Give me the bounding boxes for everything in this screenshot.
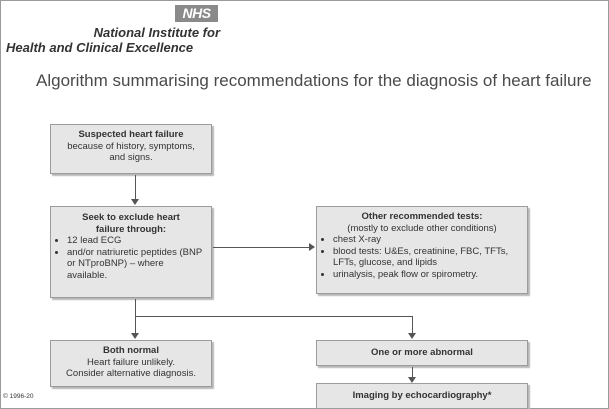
other-tests-subheading: (mostly to exclude other conditions)	[347, 222, 497, 234]
arrow-down-icon	[131, 333, 139, 339]
connector-line	[135, 316, 412, 317]
connector-line	[412, 316, 413, 333]
list-item: 12 lead ECG	[67, 235, 205, 247]
imaging-box: Imaging by echocardiography*	[316, 383, 528, 409]
connector-line	[213, 247, 309, 248]
org-name-line1: National Institute for	[93, 25, 220, 40]
arrow-right-icon	[309, 243, 315, 251]
other-tests-box: Other recommended tests: (mostly to excl…	[316, 206, 528, 294]
list-item: blood tests: U&Es, creatinine, FBC, TFTs…	[333, 246, 521, 269]
arrow-down-icon	[408, 333, 416, 339]
arrow-down-icon	[131, 199, 139, 205]
both-normal-heading: Both normal	[103, 345, 159, 356]
both-normal-line2: Consider alternative diagnosis.	[66, 368, 196, 379]
one-or-more-abnormal-box: One or more abnormal	[316, 340, 528, 366]
connector-line	[135, 299, 136, 316]
connector-line	[135, 316, 136, 333]
copyright-text: © 1996-20	[3, 393, 34, 400]
exclude-heart-failure-box: Seek to exclude heart failure through: 1…	[50, 206, 212, 298]
other-tests-heading: Other recommended tests:	[361, 211, 483, 222]
list-item: urinalysis, peak flow or spirometry.	[333, 269, 521, 281]
both-normal-line1: Heart failure unlikely.	[86, 356, 175, 368]
exclude-tests-list: 12 lead ECG and/or natriuretic peptides …	[57, 235, 205, 281]
imaging-label: Imaging by echocardiography*	[352, 390, 492, 401]
suspected-heading: Suspected heart failure	[78, 129, 184, 140]
both-normal-box: Both normal Heart failure unlikely. Cons…	[50, 340, 212, 387]
exclude-heading: Seek to exclude heart failure through:	[82, 212, 180, 235]
suspected-body: because of history, symptoms, and signs.	[67, 140, 195, 164]
nhs-logo: NHS	[175, 5, 218, 22]
connector-line	[412, 367, 413, 377]
connector-line	[135, 175, 136, 199]
org-name-line2: Health and Clinical Excellence	[6, 40, 194, 55]
abnormal-label: One or more abnormal	[371, 347, 473, 358]
slide-title: Algorithm summarising recommendations fo…	[36, 71, 592, 90]
list-item: and/or natriuretic peptides (BNP or NTpr…	[67, 247, 205, 282]
suspected-heart-failure-box: Suspected heart failure because of histo…	[50, 124, 212, 174]
list-item: chest X-ray	[333, 234, 521, 246]
arrow-down-icon	[408, 377, 416, 383]
other-tests-list: chest X-ray blood tests: U&Es, creatinin…	[323, 234, 521, 280]
